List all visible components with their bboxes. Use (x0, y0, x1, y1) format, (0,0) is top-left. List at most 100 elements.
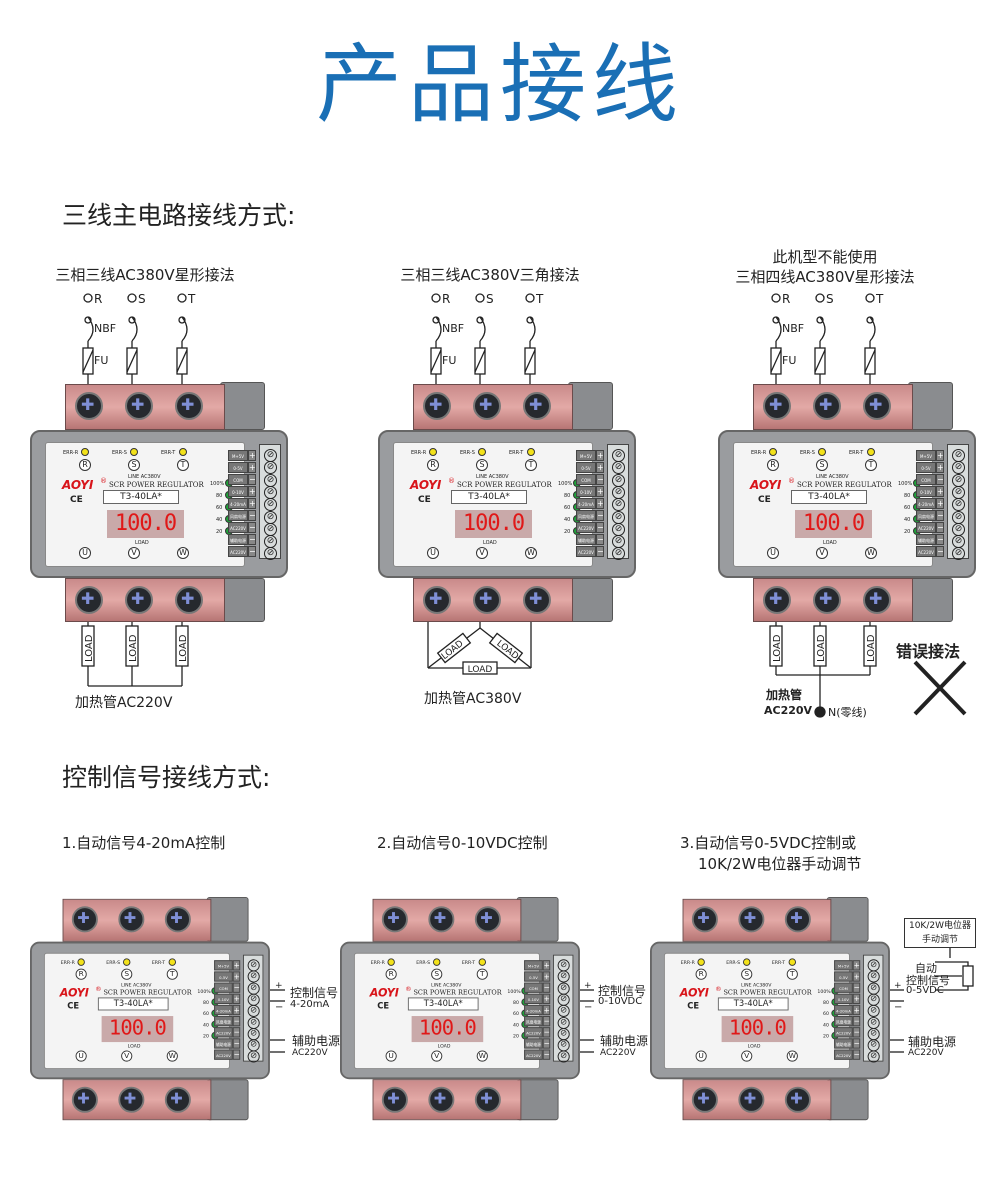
terminal-screw-icon[interactable] (763, 586, 791, 614)
terminal-screw-icon[interactable] (118, 1086, 145, 1113)
terminal-screw-icon[interactable]: ⊘ (952, 510, 965, 524)
terminal-screw-icon[interactable]: ⊘ (952, 498, 965, 512)
terminal-screw-icon[interactable]: ⊘ (867, 970, 880, 983)
terminal-screw-icon[interactable]: ⊘ (557, 1027, 570, 1041)
terminal-screw-icon[interactable] (71, 906, 98, 933)
terminal-screw-icon[interactable]: ⊘ (867, 982, 880, 995)
terminal-screw-icon[interactable]: ⊘ (264, 535, 277, 549)
terminal-sign: − (232, 1027, 241, 1038)
terminal-screw-icon[interactable] (784, 1086, 811, 1113)
terminal-screw-icon[interactable] (428, 906, 455, 933)
terminal-screw-icon[interactable] (863, 586, 891, 614)
terminal-screw-icon[interactable]: ⊘ (247, 1005, 260, 1018)
terminal-screw-icon[interactable] (423, 586, 451, 614)
terminal-screw-icon[interactable]: ⊘ (952, 461, 965, 475)
terminal-screw-icon[interactable]: ⊘ (612, 535, 625, 549)
terminal-screw-icon[interactable]: ⊘ (867, 959, 880, 972)
terminal-screw-icon[interactable] (523, 392, 551, 420)
error-led (81, 448, 89, 456)
terminal-screw-icon[interactable]: ⊘ (867, 1050, 880, 1063)
terminal-screw-icon[interactable] (738, 906, 765, 933)
terminal-sign: − (936, 522, 944, 533)
terminal-screw-icon[interactable] (125, 392, 153, 420)
terminal-screw-icon[interactable] (423, 392, 451, 420)
terminal-screw-icon[interactable] (691, 1086, 718, 1113)
terminal-screw-icon[interactable]: ⊘ (952, 547, 965, 561)
terminal-screw-icon[interactable]: ⊘ (612, 522, 625, 536)
terminal-screw-icon[interactable] (691, 906, 718, 933)
terminal-label: 辅助电源 (228, 534, 248, 545)
terminal-screw-icon[interactable] (738, 1086, 765, 1113)
terminal-screw-icon[interactable] (75, 586, 103, 614)
terminal-screw-icon[interactable]: ⊘ (264, 510, 277, 524)
terminal-screw-icon[interactable] (784, 906, 811, 933)
terminal-screw-icon[interactable]: ⊘ (557, 1050, 570, 1063)
terminal-screw-icon[interactable]: ⊘ (952, 522, 965, 536)
terminal-screw-icon[interactable]: ⊘ (612, 485, 625, 499)
terminal-screw-icon[interactable] (473, 586, 501, 614)
terminal-screw-icon[interactable]: ⊘ (612, 449, 625, 462)
terminal-screw-icon[interactable]: ⊘ (612, 461, 625, 475)
phase-line (864, 293, 876, 392)
terminal-screw-icon[interactable]: ⊘ (247, 1050, 260, 1063)
terminal-screw-icon[interactable]: ⊘ (612, 510, 625, 524)
terminal-screw-icon[interactable]: ⊘ (247, 982, 260, 995)
terminal-screw-icon[interactable] (125, 586, 153, 614)
terminal-screw-icon[interactable] (813, 392, 841, 420)
terminal-screw-icon[interactable]: ⊘ (557, 970, 570, 983)
terminal-screw-icon[interactable] (428, 1086, 455, 1113)
terminal-screw-icon[interactable]: ⊘ (867, 1039, 880, 1052)
terminal-screw-icon[interactable]: ⊘ (557, 1039, 570, 1052)
terminal-screw-icon[interactable] (523, 586, 551, 614)
terminal-screw-icon[interactable] (473, 392, 501, 420)
terminal-screw-icon[interactable]: ⊘ (247, 1027, 260, 1041)
terminal-screw-icon[interactable]: ⊘ (264, 461, 277, 475)
terminal-screw-icon[interactable]: ⊘ (247, 1016, 260, 1029)
terminal-screw-icon[interactable] (175, 392, 203, 420)
terminal-screw-icon[interactable] (118, 906, 145, 933)
terminal-screw-icon[interactable]: ⊘ (867, 1027, 880, 1041)
terminal-label: COM (834, 982, 853, 993)
terminal-screw-icon[interactable]: ⊘ (264, 498, 277, 512)
terminal-screw-icon[interactable] (863, 392, 891, 420)
terminal-screw-icon[interactable]: ⊘ (557, 1016, 570, 1029)
terminal-screw-icon[interactable] (164, 906, 191, 933)
terminal-screw-icon[interactable] (381, 1086, 408, 1113)
terminal-screw-icon[interactable]: ⊘ (867, 993, 880, 1006)
terminal-screw-icon[interactable]: ⊘ (247, 1039, 260, 1052)
terminal-screw-icon[interactable]: ⊘ (952, 485, 965, 499)
terminal-screw-icon[interactable]: ⊘ (867, 1016, 880, 1029)
load-label: LOAD (127, 1043, 141, 1050)
terminal-screw-icon[interactable]: ⊘ (247, 970, 260, 983)
terminal-screw-icon[interactable]: ⊘ (264, 547, 277, 561)
terminal-screw-icon[interactable]: ⊘ (867, 1005, 880, 1018)
terminal-sign: + (232, 960, 241, 971)
terminal-screw-icon[interactable]: ⊘ (557, 959, 570, 972)
terminal-screw-icon[interactable]: ⊘ (264, 449, 277, 462)
terminal-screw-icon[interactable] (71, 1086, 98, 1113)
terminal-screw-icon[interactable] (474, 906, 501, 933)
terminal-screw-icon[interactable]: ⊘ (612, 473, 625, 487)
terminal-screw-icon[interactable] (813, 586, 841, 614)
terminal-screw-icon[interactable]: ⊘ (952, 473, 965, 487)
terminal-screw-icon[interactable]: ⊘ (612, 498, 625, 512)
terminal-screw-icon[interactable]: ⊘ (612, 547, 625, 561)
error-led (697, 958, 705, 966)
terminal-screw-icon[interactable]: ⊘ (247, 959, 260, 972)
terminal-screw-icon[interactable]: ⊘ (952, 535, 965, 549)
terminal-label: 风扇电源 (916, 510, 936, 521)
terminal-screw-icon[interactable]: ⊘ (264, 522, 277, 536)
terminal-screw-icon[interactable] (164, 1086, 191, 1113)
terminal-screw-icon[interactable] (381, 906, 408, 933)
terminal-screw-icon[interactable]: ⊘ (264, 473, 277, 487)
terminal-screw-icon[interactable] (75, 392, 103, 420)
terminal-screw-icon[interactable] (175, 586, 203, 614)
terminal-screw-icon[interactable]: ⊘ (557, 982, 570, 995)
terminal-screw-icon[interactable]: ⊘ (557, 1005, 570, 1018)
terminal-screw-icon[interactable]: ⊘ (247, 993, 260, 1006)
terminal-screw-icon[interactable]: ⊘ (952, 449, 965, 462)
terminal-screw-icon[interactable]: ⊘ (264, 485, 277, 499)
terminal-screw-icon[interactable]: ⊘ (557, 993, 570, 1006)
terminal-screw-icon[interactable] (474, 1086, 501, 1113)
terminal-screw-icon[interactable] (763, 392, 791, 420)
